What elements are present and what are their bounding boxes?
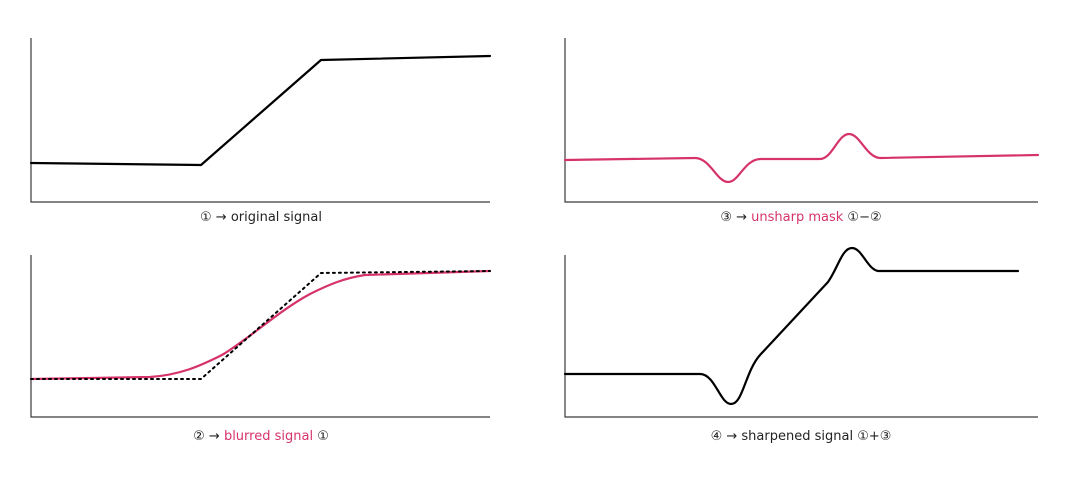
panel-unsharp-mask-axes <box>564 38 1038 203</box>
sharpened-signal-curve <box>563 246 1020 406</box>
panel-blurred: ② → blurred signal ① <box>29 255 492 444</box>
caption-unsharp-mask-highlight: unsharp mask <box>751 210 844 225</box>
caption-blurred-prefix: ② → <box>193 429 224 444</box>
caption-original: ① → original signal <box>200 210 322 225</box>
panel-sharpened: ④ → sharpened signal ①+③ <box>563 246 1038 444</box>
original-signal-dotted-curve <box>30 270 491 380</box>
caption-blurred-highlight: blurred signal <box>224 429 313 444</box>
caption-unsharp-mask-suffix: ①−② <box>843 210 881 225</box>
panel-original-axes <box>30 38 490 203</box>
panel-unsharp-mask: ③ → unsharp mask ①−② <box>563 38 1040 225</box>
unsharp-mask-curve <box>563 132 1040 184</box>
panel-sharpened-axes <box>564 255 1038 418</box>
caption-sharpened-prefix: ④ → <box>711 429 742 444</box>
caption-sharpened: ④ → sharpened signal ①+③ <box>711 429 892 444</box>
caption-unsharp-mask: ③ → unsharp mask ①−② <box>720 210 881 225</box>
caption-blurred-suffix: ① <box>313 429 329 444</box>
blurred-signal-curve <box>29 269 492 381</box>
caption-original-suffix: original signal <box>231 210 322 225</box>
original-signal-curve <box>29 54 492 167</box>
caption-original-prefix: ① → <box>200 210 231 225</box>
caption-sharpened-suffix: sharpened signal ①+③ <box>741 429 891 444</box>
panel-blurred-axes <box>30 255 490 418</box>
caption-blurred: ② → blurred signal ① <box>193 429 329 444</box>
panel-original: ① → original signal <box>29 38 492 225</box>
caption-unsharp-mask-prefix: ③ → <box>720 210 751 225</box>
